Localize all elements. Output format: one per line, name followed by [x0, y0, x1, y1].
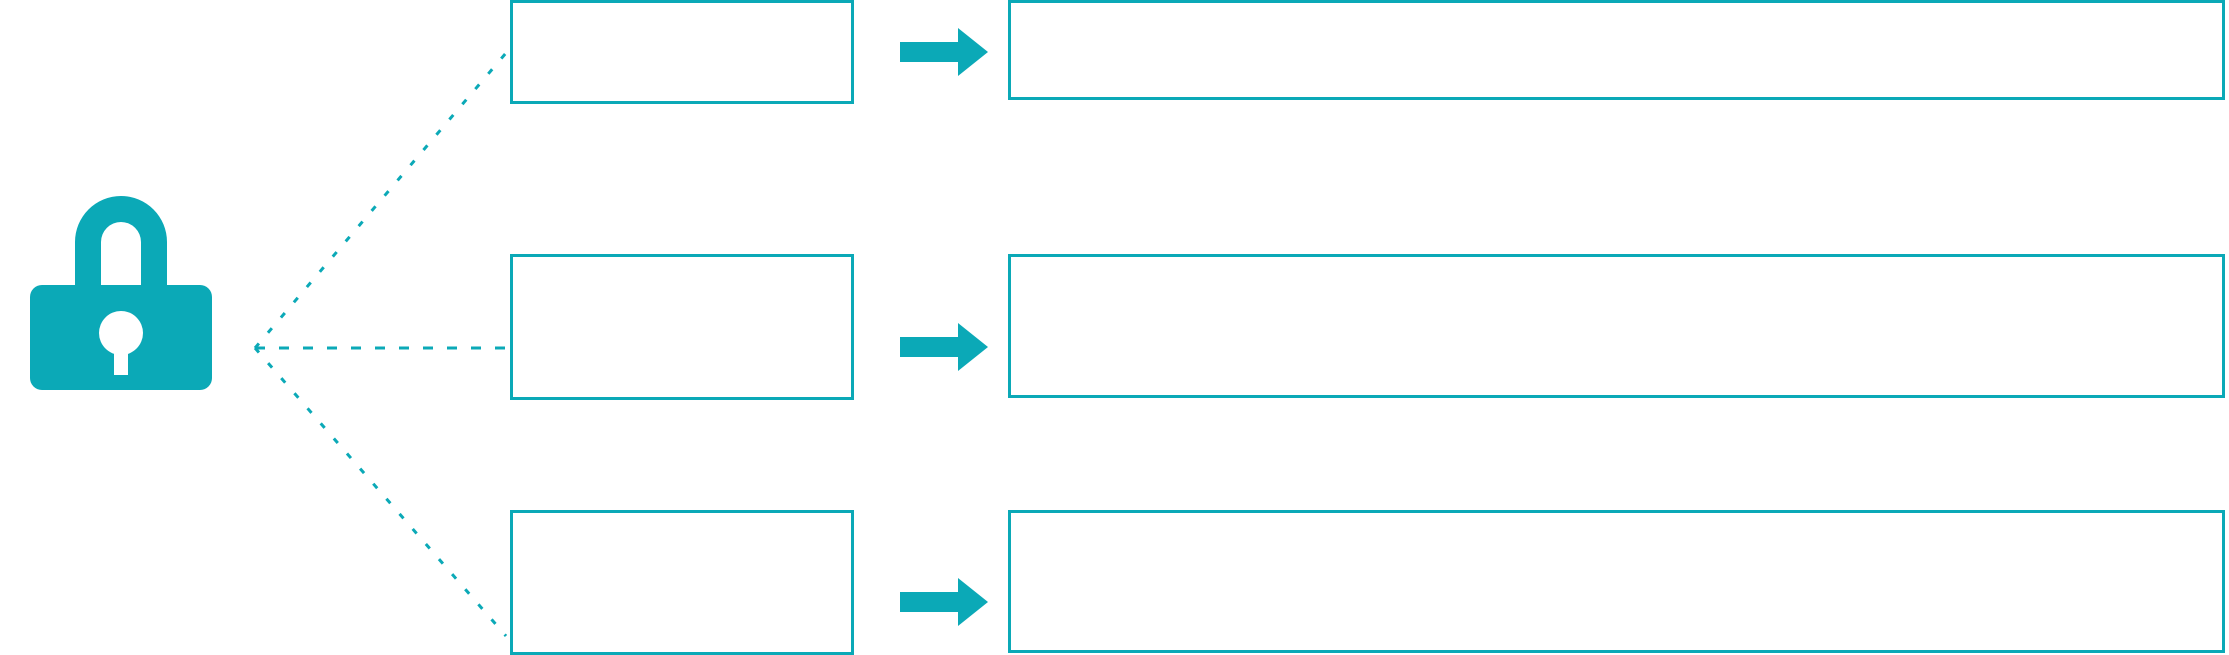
input-box-1-text [513, 3, 851, 101]
process-row-2 [0, 252, 2229, 400]
input-box-3-text [513, 513, 851, 652]
output-box-1[interactable] [1008, 0, 2225, 100]
input-box-1[interactable] [510, 0, 854, 104]
process-row-1 [0, 0, 2229, 150]
output-box-2-text [1011, 257, 2222, 395]
lock-icon [30, 196, 212, 390]
output-box-3-text [1011, 513, 2222, 650]
right-arrow-icon [900, 323, 988, 371]
process-row-3 [0, 508, 2229, 655]
input-box-3[interactable] [510, 510, 854, 655]
input-box-2[interactable] [510, 254, 854, 400]
right-arrow-icon [900, 578, 988, 626]
output-box-2[interactable] [1008, 254, 2225, 398]
input-box-2-text [513, 257, 851, 397]
right-arrow-icon [900, 28, 988, 76]
output-box-1-text [1011, 3, 2222, 97]
output-box-3[interactable] [1008, 510, 2225, 653]
